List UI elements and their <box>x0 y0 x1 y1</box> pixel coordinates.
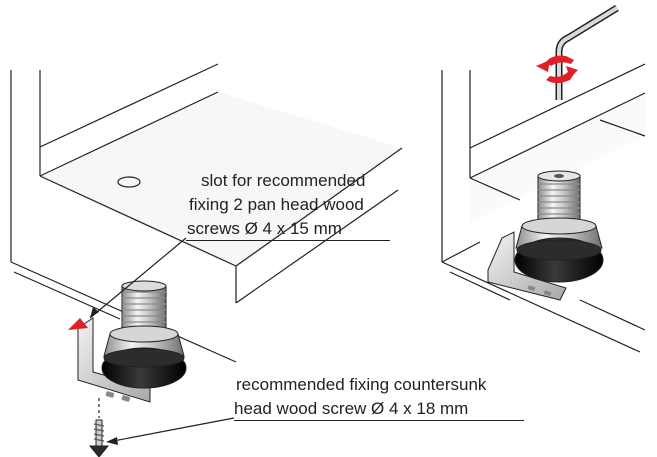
slot-callout-line-3: screws Ø 4 x 15 mm <box>187 219 342 238</box>
slot-leader-line <box>89 237 187 319</box>
wood-screw <box>88 419 110 457</box>
threaded-stem <box>121 285 167 331</box>
rotation-arrow-icon <box>536 55 578 83</box>
slot-callout-line-1: slot for recommended <box>201 171 366 190</box>
fixing-hole <box>117 176 141 188</box>
screw-callout-line-1: recommended fixing countersunk <box>236 375 487 394</box>
slot-callout-line-2: fixing 2 pan head wood <box>189 195 364 214</box>
screw-leader-line <box>107 417 235 443</box>
direction-arrow-icon <box>68 318 88 330</box>
hex-key-icon <box>555 5 619 100</box>
right-cabinet-corner <box>441 63 646 353</box>
screw-callout-line-2: head wood screw Ø 4 x 18 mm <box>234 399 469 418</box>
left-leveller-foot <box>77 280 187 403</box>
screw-callout-underline <box>234 420 524 421</box>
slot-callout-underline <box>186 240 390 241</box>
right-leveller-foot <box>487 170 604 301</box>
left-cabinet-bottom-panel <box>40 92 402 268</box>
left-cabinet-corner <box>10 63 403 363</box>
